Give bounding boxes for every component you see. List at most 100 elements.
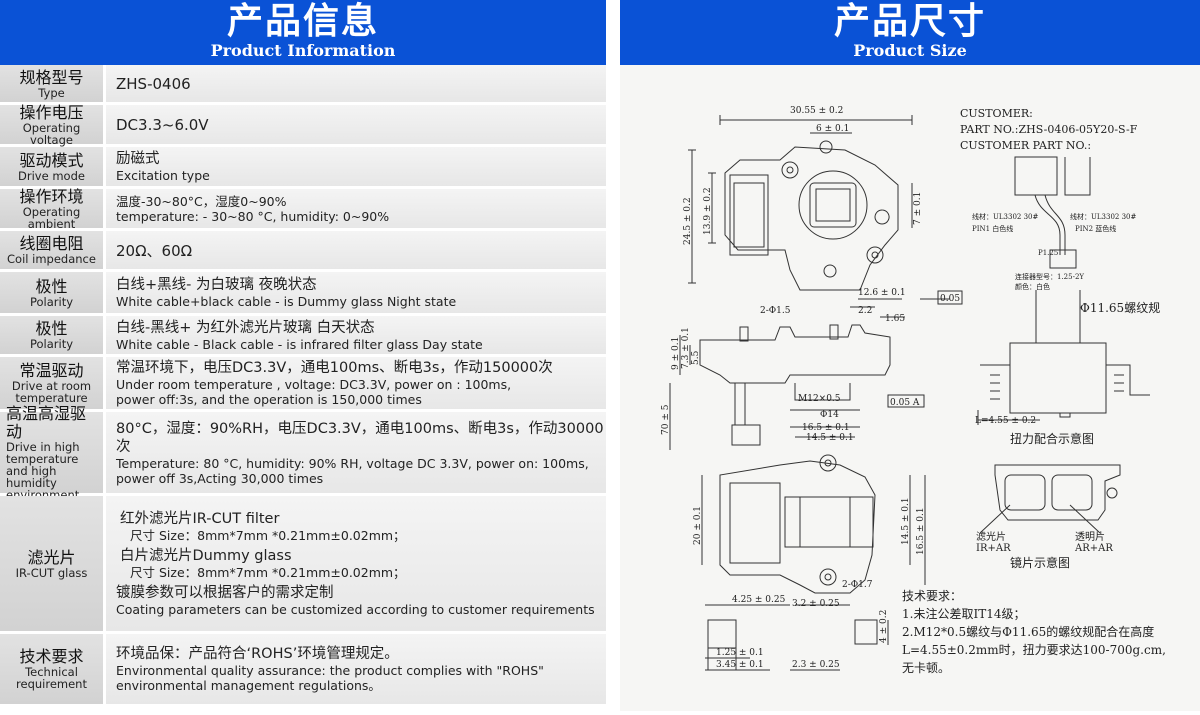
value-line: 80°C，湿度：90%RH，电压DC3.3V，通电100ms、断电3s，作动30…: [116, 420, 604, 455]
tech-line: L=4.55±0.2mm时，扭力要求达100-700g.cm,: [902, 643, 1166, 657]
dim-label: 14.5 ± 0.1: [806, 433, 854, 443]
value-line: White cable - Black cable - is infrared …: [116, 336, 483, 352]
clear-glass-label: 透明片: [1075, 530, 1105, 543]
value-line: Environmental quality assurance: the pro…: [116, 663, 544, 678]
value-line: 镀膜参数可以根据客户的需求定制: [116, 585, 334, 601]
label-cn: 极性: [35, 276, 68, 296]
dim-label: 1.25 ± 0.1: [716, 648, 764, 658]
value-line: Excitation type: [116, 168, 210, 183]
torque-diagram: [977, 290, 1150, 425]
value-line: 常温环境下，电压DC3.3V，通电100ms、断电3s，作动150000次: [116, 360, 553, 376]
dim-label: 3.45 ± 0.1: [716, 660, 764, 670]
dim-label: 9 ± 0.1: [671, 337, 681, 370]
pin1-label: PIN1 白色线: [972, 224, 1013, 233]
bottom-view: [701, 426, 926, 671]
header-title-cn: 产品信息: [226, 1, 379, 42]
header-title-en: Product Information: [210, 41, 396, 60]
dim-label: 0.05 A: [890, 398, 920, 408]
value-line: DC3.3~6.0V: [116, 115, 209, 134]
value-line: power off:3s, and the operation is 150,0…: [116, 392, 422, 407]
torque-caption: 扭力配合示意图: [1010, 431, 1094, 446]
value-line: environmental management regulations。: [116, 678, 381, 693]
technical-drawing: 30.55 ± 0.2 6 ± 0.1 24.5 ± 0.2 13.9 ± 0.…: [620, 65, 1200, 711]
customer-label: CUSTOMER:: [960, 107, 1033, 120]
label-en: Coil impedance: [7, 252, 96, 266]
value-line: ZHS-0406: [116, 74, 191, 93]
wire-labels: 线材：UL3302 30# 线材：UL3302 30# PIN1 白色线 PIN…: [972, 212, 1136, 291]
label-en: IR-CUT glass: [15, 565, 88, 580]
product-information-header: 产品信息 Product Information: [0, 0, 606, 65]
connector-model: 连接器型号：1.25-2Y: [1015, 272, 1084, 281]
label-en: Polarity: [29, 294, 74, 309]
wire-spec: 线材：UL3302 30#: [972, 212, 1038, 221]
value-line: power off 3s,Acting 30,000 times: [116, 470, 324, 486]
value-line: 白线+黑线- 为白玻璃 夜晚状态: [116, 277, 317, 293]
label-en: Type: [38, 85, 65, 100]
drawing-svg: 30.55 ± 0.2 6 ± 0.1 24.5 ± 0.2 13.9 ± 0.…: [661, 106, 1166, 675]
label-en: Drive in high temperature and high humid…: [6, 439, 80, 502]
dim-label: 7 ± 0.1: [913, 192, 923, 225]
value-line: temperature: - 30~80 °C, humidity: 0~90%: [116, 208, 390, 224]
dim-label: 2-Φ1.5: [760, 306, 791, 316]
dim-label: M12×0.5: [798, 394, 841, 404]
part-number: PART NO.:ZHS-0406-05Y20-S-F: [960, 123, 1138, 136]
dim-label: 12.6 ± 0.1: [858, 288, 906, 298]
dim-label: 16.5 ± 0.1: [916, 507, 926, 555]
label-cn: 驱动模式: [19, 150, 84, 170]
thread-gauge-label: Φ11.65螺纹规: [1080, 300, 1160, 315]
label-cn: 滤光片: [27, 547, 76, 567]
customer-part-number: CUSTOMER PART NO.:: [960, 139, 1091, 152]
value-line: Coating parameters can be customized acc…: [116, 602, 595, 617]
dim-label: 20 ± 0.1: [693, 506, 703, 545]
connector-color: 颜色：白色: [1015, 282, 1050, 291]
dim-label: P1.25: [1038, 249, 1058, 257]
label-cn: 操作电压: [19, 102, 84, 122]
value-line: 尺寸 Size：8mm*7mm *0.21mm±0.02mm；: [130, 528, 406, 543]
value-line: 环境品保：产品符合‘ROHS’环境管理规定。: [116, 646, 399, 662]
lens-labels: 滤光片 IR+AR 透明片 AR+AR 镜片示意图: [976, 530, 1113, 570]
label-en: Technical requirement: [16, 665, 87, 691]
label-en: Operating ambient: [22, 204, 81, 231]
header-title-en: Product Size: [853, 41, 967, 60]
label-en: Polarity: [29, 337, 74, 351]
clear-glass-coating: AR+AR: [1074, 543, 1113, 554]
connector-diagram: [1014, 156, 1091, 269]
column-gap: [606, 0, 620, 711]
tech-line: 1.未注公差取IT14级；: [902, 606, 1025, 621]
dimension-labels: 30.55 ± 0.2 6 ± 0.1 24.5 ± 0.2 13.9 ± 0.…: [661, 106, 1058, 670]
spec-value: DC3.3~6.0V: [106, 105, 606, 144]
value-line: Under room temperature , voltage: DC3.3V…: [116, 377, 512, 392]
label-cn: 线圈电阻: [19, 234, 84, 253]
dim-label: 4 ± 0.2: [879, 610, 889, 643]
label-cn: 常温驱动: [19, 361, 84, 380]
dim-label: 14.5 ± 0.1: [901, 497, 911, 545]
value-line: 尺寸 Size：8mm*7mm *0.21mm±0.02mm；: [130, 565, 406, 580]
wire-spec: 线材：UL3302 30#: [1070, 212, 1136, 221]
lens-diagram: [979, 464, 1121, 534]
spec-value: 温度-30~80°C，湿度0~90%temperature: - 30~80 °…: [106, 189, 606, 228]
value-line: 温度-30~80°C，湿度0~90%: [116, 193, 287, 209]
tech-title: 技术要求：: [902, 589, 962, 603]
dim-label: Φ14: [820, 410, 839, 420]
spec-value: 20Ω、60Ω: [106, 231, 606, 269]
dim-label: 7.3 ± 0.1: [681, 327, 691, 369]
label-cn: 技术要求: [19, 647, 84, 666]
label-en: Drive mode: [18, 168, 85, 183]
value-line: 白线-黑线+ 为红外滤光片玻璃 白天状态: [116, 319, 375, 336]
value-line: 励磁式: [116, 151, 160, 167]
spec-value: 环境品保：产品符合‘ROHS’环境管理规定。Environmental qual…: [106, 634, 606, 704]
